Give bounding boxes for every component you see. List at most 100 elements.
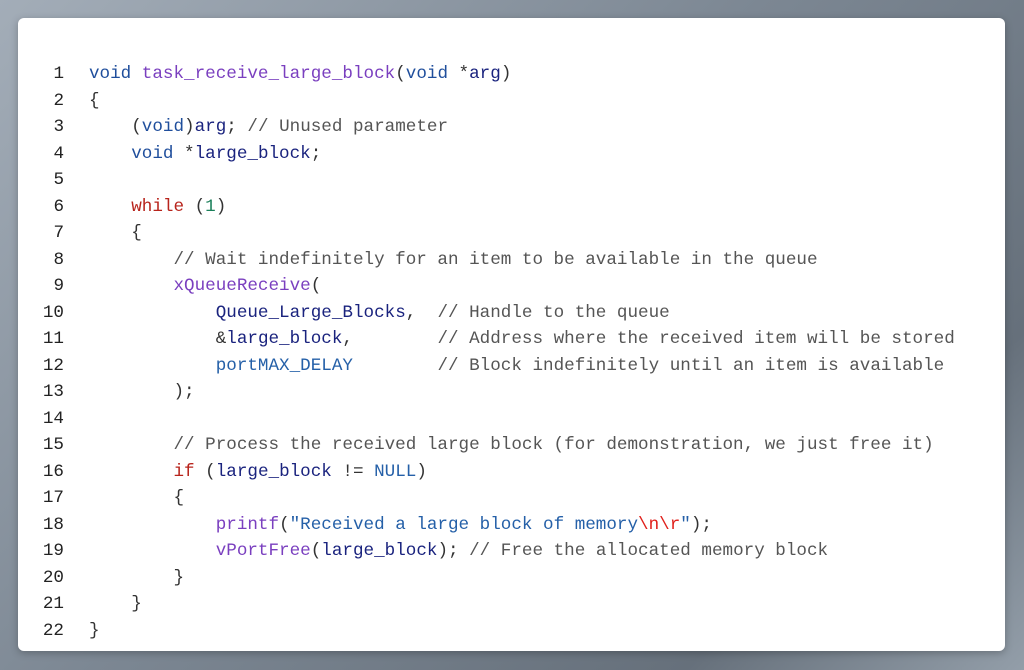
identifier-token: large_block — [215, 461, 332, 482]
punctuation-token — [89, 144, 131, 164]
punctuation-token: * — [173, 143, 195, 164]
code-text: { — [89, 485, 184, 512]
punctuation-token: ); — [437, 541, 470, 561]
punctuation-token — [89, 276, 173, 296]
punctuation-token — [89, 435, 173, 455]
line-number: 12 — [42, 355, 64, 376]
punctuation-token: ( — [89, 117, 142, 137]
code-line: 4 void *large_block; — [18, 141, 1005, 168]
line-number: 14 — [42, 408, 64, 429]
code-line: 18 printf("Received a large block of mem… — [18, 512, 1005, 539]
line-number: 1 — [53, 64, 64, 84]
code-line: 19 vPortFree(large_block); // Free the a… — [18, 538, 1005, 565]
code-text: portMAX_DELAY // Block indefinitely unti… — [89, 353, 945, 380]
punctuation-token — [89, 515, 216, 535]
punctuation-token: & — [89, 329, 227, 349]
escape-sequence-token: \n\r — [638, 514, 681, 535]
line-number: 20 — [42, 567, 64, 588]
string-literal-token: " — [680, 514, 691, 535]
identifier-token: arg — [469, 64, 501, 84]
identifier-token: large_block — [226, 329, 343, 349]
string-literal-token: "Received a large block of memory — [289, 514, 639, 535]
punctuation-token — [89, 356, 216, 376]
punctuation-token: } — [89, 620, 100, 641]
punctuation-token: , — [342, 329, 438, 349]
code-text: printf("Received a large block of memory… — [89, 512, 712, 539]
line-number: 6 — [53, 196, 64, 217]
line-number: 19 — [42, 541, 64, 561]
punctuation-token — [89, 197, 131, 217]
comment-token: // Block indefinitely until an item is a… — [437, 355, 945, 376]
punctuation-token: ( — [279, 514, 290, 535]
code-text: } — [89, 618, 100, 645]
line-number: 15 — [42, 435, 64, 455]
control-keyword-token: while — [131, 196, 185, 217]
punctuation-token — [131, 64, 142, 84]
code-text: Queue_Large_Blocks, // Handle to the que… — [89, 300, 670, 327]
code-text: } — [89, 591, 142, 618]
code-line: 14 — [18, 406, 1005, 433]
code-line: 13 ); — [18, 379, 1005, 406]
keyword-token: void — [89, 64, 132, 84]
punctuation-token — [89, 541, 216, 561]
punctuation-token: , — [405, 302, 438, 323]
function-name-token: vPortFree — [215, 541, 311, 561]
comment-token: // Handle to the queue — [437, 302, 670, 323]
function-name-token: printf — [215, 514, 280, 535]
code-text: // Process the received large block (for… — [89, 432, 934, 459]
line-number: 5 — [53, 170, 64, 190]
code-line: 12 portMAX_DELAY // Block indefinitely u… — [18, 353, 1005, 380]
punctuation-token: ) — [184, 117, 195, 137]
keyword-token: void — [405, 64, 448, 84]
punctuation-token: ( — [184, 196, 206, 217]
code-line: 7 { — [18, 220, 1005, 247]
punctuation-token: ( — [395, 64, 406, 84]
comment-token: // Free the allocated memory block — [469, 541, 829, 561]
punctuation-token: { — [89, 223, 142, 243]
line-number: 11 — [42, 329, 64, 349]
code-text: ); — [89, 379, 194, 406]
punctuation-token: ) — [416, 461, 427, 482]
punctuation-token: != — [331, 461, 375, 482]
keyword-token: void — [131, 143, 174, 164]
code-line: 21 } — [18, 591, 1005, 618]
punctuation-token — [89, 303, 216, 323]
macro-token: NULL — [374, 461, 417, 482]
code-line: 20 } — [18, 565, 1005, 592]
punctuation-token: ; — [226, 117, 248, 137]
number-literal-token: 1 — [205, 196, 216, 217]
code-line: 17 { — [18, 485, 1005, 512]
code-line: 2{ — [18, 88, 1005, 115]
function-name-token: task_receive_large_block — [141, 64, 396, 84]
line-number: 10 — [42, 302, 64, 323]
macro-token: portMAX_DELAY — [215, 355, 353, 376]
line-number: 3 — [53, 117, 64, 137]
code-text: (void)arg; // Unused parameter — [89, 114, 448, 141]
punctuation-token: } — [89, 594, 142, 614]
punctuation-token: { — [89, 488, 185, 508]
punctuation-token — [89, 250, 173, 270]
comment-token: // Unused parameter — [247, 117, 449, 137]
code-line: 9 xQueueReceive( — [18, 273, 1005, 300]
punctuation-token: * — [448, 64, 470, 84]
code-text: xQueueReceive( — [89, 273, 321, 300]
comment-token: // Process the received large block (for… — [173, 435, 934, 455]
line-number: 22 — [42, 620, 64, 641]
punctuation-token: ( — [194, 461, 216, 482]
punctuation-token: ( — [310, 276, 322, 296]
punctuation-token: ) — [500, 64, 512, 84]
code-line: 3 (void)arg; // Unused parameter — [18, 114, 1005, 141]
line-number: 17 — [42, 488, 64, 508]
punctuation-token: ( — [310, 541, 322, 561]
line-number: 2 — [53, 90, 64, 111]
code-text: if (large_block != NULL) — [89, 459, 427, 486]
code-line: 10 Queue_Large_Blocks, // Handle to the … — [18, 300, 1005, 327]
punctuation-token: { — [89, 90, 100, 111]
punctuation-token: ); — [690, 514, 712, 535]
code-text: &large_block, // Address where the recei… — [89, 326, 955, 353]
code-line: 16 if (large_block != NULL) — [18, 459, 1005, 486]
code-text: { — [89, 88, 100, 115]
identifier-token: arg — [194, 117, 227, 137]
code-line: 8 // Wait indefinitely for an item to be… — [18, 247, 1005, 274]
